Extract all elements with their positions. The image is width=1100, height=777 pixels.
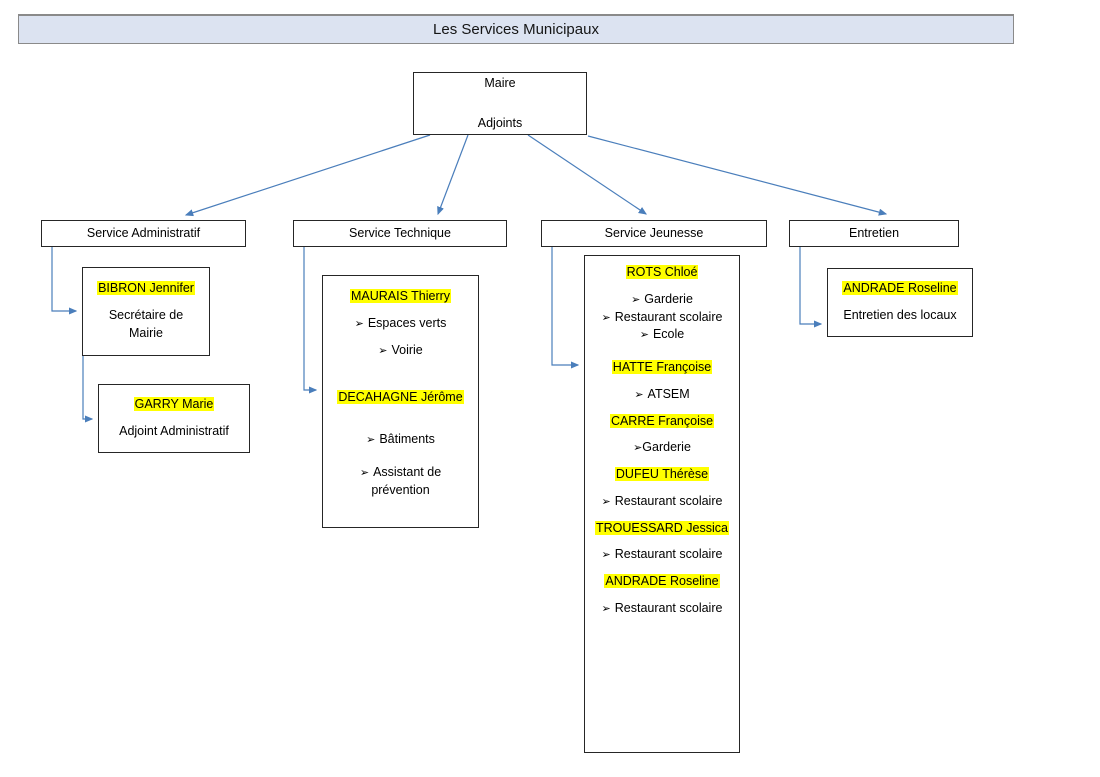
node-maire-adjoints[interactable]: Maire Adjoints [413, 72, 587, 135]
node-service-technique[interactable]: Service Technique [293, 220, 507, 247]
person-name-highlight: BIBRON Jennifer [97, 281, 195, 296]
person-name-highlight: GARRY Marie [133, 397, 215, 412]
person-name-highlight: TROUESSARD Jessica [595, 520, 729, 535]
person-name-highlight: DECAHAGNE Jérôme [337, 390, 464, 405]
person-name: CARRE Françoise [609, 413, 715, 431]
node-andrade-roseline[interactable]: ANDRADE Roseline Entretien des locaux [827, 268, 973, 337]
person-name: TROUESSARD Jessica [595, 520, 729, 538]
duty-line: Restaurant scolaire [602, 600, 723, 618]
node-service-administratif[interactable]: Service Administratif [41, 220, 246, 247]
edge-bibron-garry [82, 356, 94, 423]
person-name: HATTE Françoise [611, 359, 713, 377]
role-line: Adjoint Administratif [119, 424, 229, 438]
edge-maire-administratif [184, 134, 431, 217]
duty-line: Restaurant scolaire [602, 493, 723, 511]
duty-line: Restaurant scolaire [602, 309, 723, 327]
service-jeunesse-label: Service Jeunesse [604, 225, 704, 240]
node-bibron-jennifer[interactable]: BIBRON Jennifer Secrétaire de Mairie [82, 267, 210, 356]
node-service-technique-staff[interactable]: MAURAIS Thierry Espaces verts Voirie DEC… [322, 275, 479, 528]
role-line: Entretien des locaux [843, 308, 957, 322]
duty-line: Voirie [378, 342, 422, 360]
duty-line: Garderie [633, 439, 691, 457]
edge-maire-jeunesse [527, 134, 647, 215]
maire-label: Maire [484, 75, 516, 90]
entretien-label: Entretien [848, 225, 900, 240]
person-name-highlight: ANDRADE Roseline [604, 574, 720, 588]
edge-maire-technique [437, 134, 469, 216]
duty-line: Garderie [631, 291, 693, 309]
duty-line: Restaurant scolaire [602, 546, 723, 564]
person-name-highlight: CARRE Françoise [609, 413, 715, 428]
person-name-highlight: MAURAIS Thierry [349, 289, 452, 303]
duty-line: Espaces verts [355, 315, 447, 333]
role-line: Mairie [128, 325, 164, 340]
node-service-jeunesse-staff[interactable]: ROTS Chloé Garderie Restaurant scolaire … [584, 255, 740, 753]
edge-administratif-bibron [51, 247, 78, 315]
person-name: ANDRADE Roseline [604, 573, 720, 591]
service-administratif-label: Service Administratif [86, 225, 201, 240]
duty-line: Bâtiments [366, 431, 435, 449]
edge-maire-entretien [587, 135, 888, 216]
edge-jeunesse-detail [551, 247, 580, 369]
duty-line: Ecole [640, 326, 684, 344]
service-technique-label: Service Technique [349, 225, 451, 240]
page-title-banner: Les Services Municipaux [18, 14, 1014, 44]
person-name: DUFEU Thérèse [614, 466, 710, 484]
person-name-highlight: HATTE Françoise [611, 360, 713, 374]
node-garry-marie[interactable]: GARRY Marie Adjoint Administratif [98, 384, 250, 453]
person-name-highlight: ROTS Chloé [625, 265, 699, 279]
adjoints-label: Adjoints [477, 115, 523, 130]
edge-entretien-detail [799, 247, 823, 328]
duty-line: Assistant de prévention [341, 464, 461, 500]
person-name: MAURAIS Thierry [349, 288, 452, 306]
node-entretien[interactable]: Entretien [789, 220, 959, 247]
person-name-highlight: DUFEU Thérèse [614, 467, 710, 481]
edge-technique-detail [303, 247, 318, 394]
node-service-jeunesse[interactable]: Service Jeunesse [541, 220, 767, 247]
role-line: Secrétaire de [108, 308, 184, 323]
person-name: BIBRON Jennifer [97, 280, 195, 298]
person-name-highlight: ANDRADE Roseline [842, 281, 958, 296]
duty-line: ATSEM [634, 386, 690, 404]
person-name: DECAHAGNE Jérôme [337, 389, 464, 407]
person-name: GARRY Marie [133, 396, 215, 414]
person-name: ANDRADE Roseline [842, 280, 958, 298]
page-title: Les Services Municipaux [433, 21, 599, 38]
person-name: ROTS Chloé [625, 264, 699, 282]
